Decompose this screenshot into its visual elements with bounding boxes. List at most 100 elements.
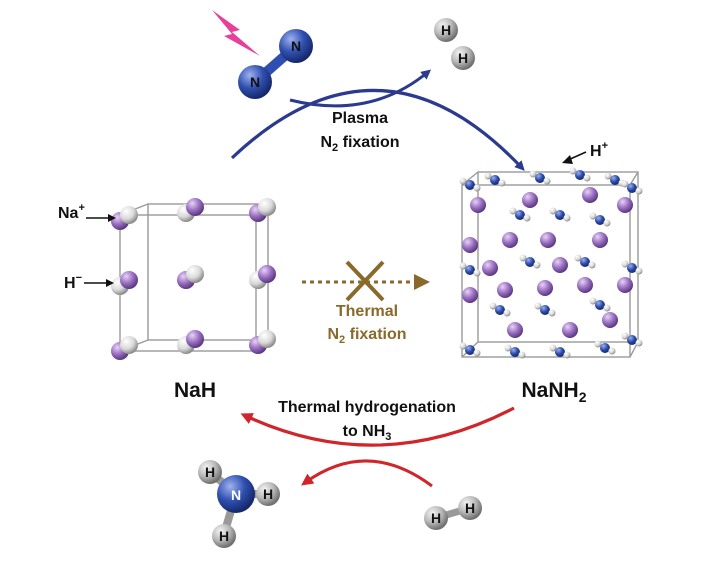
hydrogen-atom [459, 342, 467, 350]
hydrogen-atom [603, 304, 611, 312]
sodium-atom [537, 280, 553, 296]
nitrogen-atom [465, 345, 475, 355]
hydrogen-atom [484, 172, 492, 180]
hydrogen-atom [529, 170, 537, 178]
hydrogen-atom [569, 167, 577, 175]
sodium-atom [462, 237, 478, 253]
hydride-atom [186, 265, 204, 283]
nh3-n-label: N [231, 487, 241, 503]
sodium-atom [602, 312, 618, 328]
nitrogen-atom [610, 175, 620, 185]
hydrogen-atom [589, 297, 597, 305]
proton-label: H+ [590, 140, 608, 160]
h2-release-arrow [289, 69, 432, 108]
sodium-atom [617, 277, 633, 293]
blocked-cross-icon [345, 260, 385, 302]
lightning-bolt-icon [212, 10, 260, 56]
thermal-arrowhead [414, 274, 430, 290]
nh3-molecule: N H H H [198, 460, 280, 548]
nanh2-label: NaNH2 [522, 379, 587, 405]
hydrogen-atom [473, 269, 481, 277]
h2-atom-label: H [441, 22, 451, 38]
h2-uptake-arrow [301, 459, 433, 488]
nitrogen-atom [555, 210, 565, 220]
hydrogen-atom [503, 309, 511, 317]
hydrogen-atom [603, 219, 611, 227]
nitrogen-atom [627, 335, 637, 345]
sodium-atom [258, 265, 276, 283]
na-ion-label: Na+ [58, 202, 85, 222]
sodium-atom [552, 257, 568, 273]
sodium-atom [582, 187, 598, 203]
sodium-atom [497, 282, 513, 298]
h2-atom-label: H [431, 510, 441, 526]
nitrogen-atom [525, 257, 535, 267]
hydrogen-atom [588, 261, 596, 269]
sodium-atom [482, 260, 498, 276]
n2-molecule: N N [238, 29, 313, 99]
hydrogen-atom [504, 344, 512, 352]
sodium-atom [540, 232, 556, 248]
hydrogen-atom [473, 349, 481, 357]
hydrogenation-arrow [240, 406, 515, 447]
sodium-atom [470, 197, 486, 213]
hydride-atom [258, 330, 276, 348]
nitrogen-atom [595, 215, 605, 225]
sodium-atom [120, 271, 138, 289]
hydrogen-atom [635, 267, 643, 275]
nitrogen-atom [595, 300, 605, 310]
nh3-h-label: H [219, 528, 229, 544]
plasma-label-line2: N2 fixation [320, 134, 399, 154]
hydrogen-atom [543, 177, 551, 185]
nitrogen-atom [575, 170, 585, 180]
hydrogen-atom [604, 172, 612, 180]
nanh2-crystal-structure [459, 167, 643, 359]
plasma-label-line1: Plasma [332, 110, 388, 127]
hydrogenation-label-line2: to NH3 [343, 423, 392, 443]
hydrogen-atom [635, 339, 643, 347]
hydrogen-atom [549, 344, 557, 352]
sodium-atom [522, 192, 538, 208]
sodium-atom [462, 287, 478, 303]
nh3-h-label: H [263, 486, 273, 502]
hydrogen-atom [563, 214, 571, 222]
hydrogen-atom [498, 179, 506, 187]
hydrogen-atom [563, 351, 571, 359]
hydride-atom [120, 206, 138, 224]
nh3-h-label: H [205, 464, 215, 480]
hydrogen-atom [459, 177, 467, 185]
hydrogen-atom [534, 302, 542, 310]
hydrogen-atom [549, 207, 557, 215]
nitrogen-atom [515, 210, 525, 220]
nitrogen-atom [580, 257, 590, 267]
hydrogen-atom [574, 254, 582, 262]
hydrogen-atom [509, 207, 517, 215]
hydrogen-atom [519, 254, 527, 262]
hydrogen-atom [523, 214, 531, 222]
nitrogen-atom [627, 263, 637, 273]
hydrogen-atom [621, 180, 629, 188]
sodium-atom [562, 322, 578, 338]
hydrogen-atom [608, 347, 616, 355]
n2-atom-label: N [291, 38, 301, 54]
sodium-atom [186, 330, 204, 348]
sodium-atom [507, 322, 523, 338]
nitrogen-atom [535, 173, 545, 183]
thermal-label-line1: Thermal [336, 303, 398, 320]
sodium-atom [502, 232, 518, 248]
sodium-atom [186, 198, 204, 216]
hydrogen-atom [594, 340, 602, 348]
hydrogen-atom [533, 261, 541, 269]
sodium-atom [617, 197, 633, 213]
h2-molecule-bottom: H H [424, 496, 482, 530]
hydrogen-atom [473, 184, 481, 192]
nitrogen-atom [540, 305, 550, 315]
nitrogen-atom [465, 265, 475, 275]
plasma-fixation-arrow [230, 88, 525, 171]
nitrogen-atom [600, 343, 610, 353]
nah-label: NaH [174, 379, 216, 402]
thermal-label-line2: N2 fixation [327, 326, 406, 346]
nah-crystal-structure [111, 198, 276, 360]
